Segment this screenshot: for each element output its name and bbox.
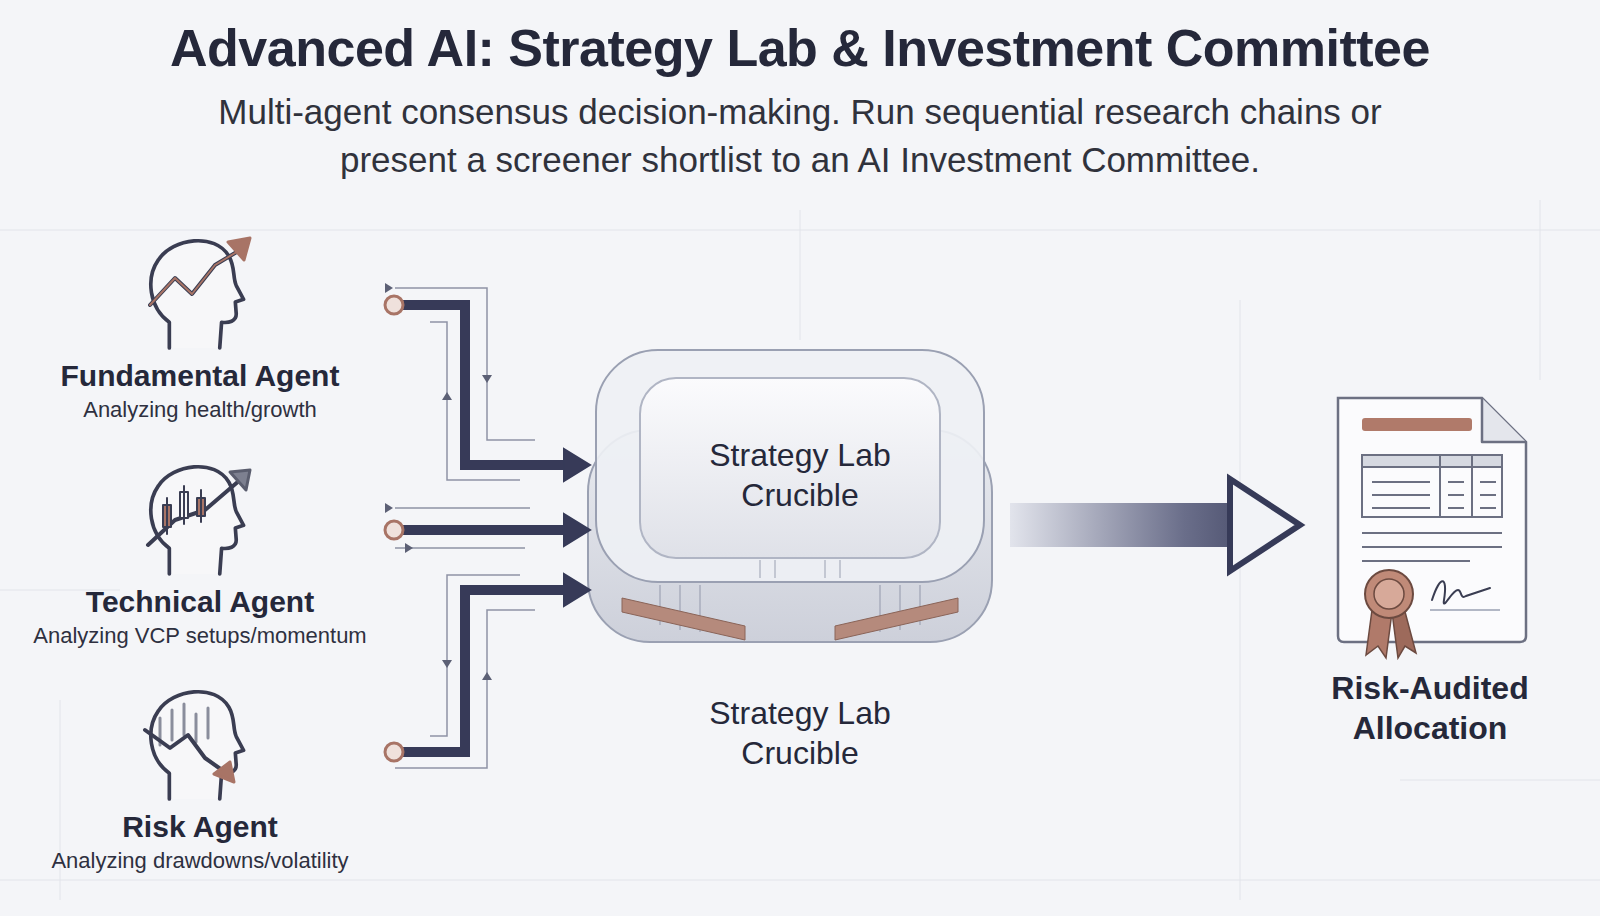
input-connector bbox=[390, 590, 566, 752]
connector-group bbox=[385, 574, 590, 761]
node-title: Fundamental Agent bbox=[10, 358, 390, 394]
node-text: Analyzing health/growth bbox=[10, 396, 390, 424]
input-connector bbox=[390, 525, 566, 535]
output-arrow bbox=[1010, 503, 1232, 547]
node-text: Analyzing drawdowns/volatility bbox=[10, 847, 390, 875]
node-title: Risk-Audited Allocation bbox=[1300, 668, 1560, 748]
start-dot bbox=[385, 521, 403, 539]
start-dot bbox=[385, 743, 403, 761]
title: Advanced AI: Strategy Lab & Investment C… bbox=[0, 0, 1600, 78]
crucible-box: Strategy Lab CrucibleStrategy Lab Crucib… bbox=[590, 345, 1010, 773]
agent-node: Risk AgentAnalyzing drawdowns/volatility bbox=[10, 691, 390, 875]
input-connector bbox=[390, 305, 566, 465]
node-title: Risk Agent bbox=[10, 809, 390, 845]
node-title: Strategy Lab Crucible bbox=[680, 435, 920, 515]
connectors bbox=[385, 296, 1300, 761]
node-text: Strategy Lab Crucible bbox=[670, 693, 930, 773]
connector-group bbox=[385, 296, 590, 481]
arrowhead bbox=[1230, 479, 1300, 571]
node-title: Technical Agent bbox=[10, 584, 390, 620]
document-node: Risk-Audited Allocation bbox=[1300, 390, 1560, 748]
arrowhead bbox=[564, 514, 590, 546]
arrowhead bbox=[564, 449, 590, 481]
agent-node: Technical AgentAnalyzing VCP setups/mome… bbox=[10, 466, 390, 650]
start-dot bbox=[385, 296, 403, 314]
agent-node: Fundamental AgentAnalyzing health/growth bbox=[10, 240, 390, 424]
arrowhead bbox=[564, 574, 590, 606]
connector-group bbox=[1010, 479, 1300, 571]
connector-group bbox=[385, 514, 590, 546]
caption: Multi-agent consensus decision-making. R… bbox=[170, 88, 1430, 184]
node-text: Analyzing VCP setups/momentum bbox=[10, 622, 390, 650]
